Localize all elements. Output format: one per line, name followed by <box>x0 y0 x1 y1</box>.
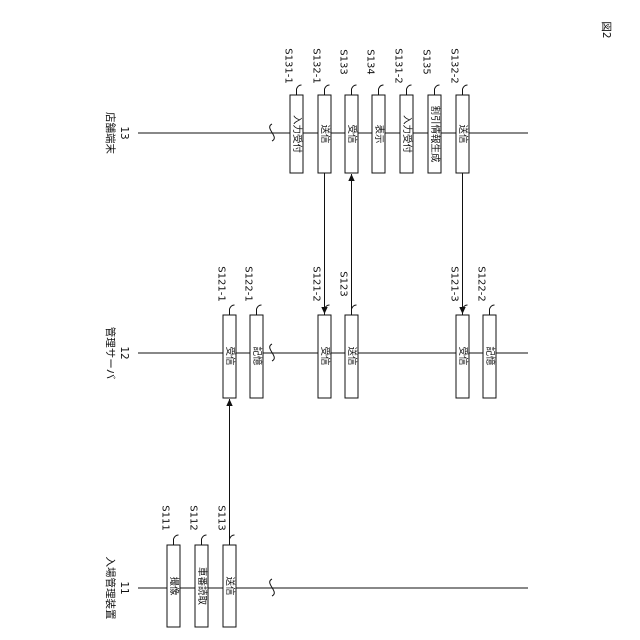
svg-text:受信: 受信 <box>319 346 331 365</box>
step-s111: 撮像 S111 <box>160 505 181 627</box>
step-id: S131-2 <box>393 48 404 83</box>
step-id: S111 <box>160 505 171 530</box>
svg-text:撮像: 撮像 <box>168 576 180 596</box>
step-id: S113 <box>216 505 227 530</box>
figure-label: 図2 <box>600 21 612 38</box>
svg-text:受信: 受信 <box>346 124 358 143</box>
svg-text:送信: 送信 <box>224 576 236 595</box>
step-s113: 送信 S113 <box>216 505 237 627</box>
step-s132-2: 送信 S132-2 <box>449 48 470 173</box>
entity-number: 12 <box>118 346 130 359</box>
svg-text:送信: 送信 <box>319 124 331 143</box>
step-s121-2: 受信 S121-2 <box>311 266 332 398</box>
step-id: S121-1 <box>216 266 227 301</box>
svg-text:割引情報生成: 割引情報生成 <box>429 105 441 163</box>
svg-text:受信: 受信 <box>457 346 469 365</box>
step-s131-2: 入力受付 S131-2 <box>393 48 414 173</box>
step-id: S132-2 <box>449 48 460 83</box>
entity-number: 11 <box>118 581 130 594</box>
step-s121-3: 受信 S121-3 <box>449 266 470 398</box>
step-id: S131-1 <box>283 48 294 83</box>
step-s123: 送信 S123 <box>338 271 359 398</box>
step-id: S135 <box>421 49 432 74</box>
step-s122-1: 記憶 S122-1 <box>243 266 264 398</box>
svg-text:表示: 表示 <box>373 124 385 143</box>
step-s112: 車番読取 S112 <box>188 505 209 627</box>
entity-name: 管理サーバ <box>104 327 117 380</box>
svg-text:車番読取: 車番読取 <box>196 567 208 606</box>
entity-entrance-device: 入場管理装置 11 <box>104 557 130 620</box>
step-id: S112 <box>188 505 199 530</box>
entity-management-server: 管理サーバ 12 <box>104 327 130 380</box>
svg-text:入力受付: 入力受付 <box>401 115 413 154</box>
step-s132-1: 送信 S132-1 <box>311 48 332 173</box>
svg-text:入力受付: 入力受付 <box>291 115 303 154</box>
step-s133: 受信 S133 <box>338 49 359 173</box>
step-s131-1: 入力受付 S131-1 <box>283 48 304 173</box>
step-id: S122-2 <box>476 266 487 301</box>
svg-text:記憶: 記憶 <box>484 346 496 366</box>
svg-text:受信: 受信 <box>224 346 236 365</box>
entity-number: 13 <box>118 126 130 139</box>
step-id: S121-2 <box>311 266 322 301</box>
entity-name: 入場管理装置 <box>104 557 117 620</box>
step-s122-2: 記憶 S122-2 <box>476 266 497 398</box>
entity-store-terminal: 店舗端末 13 <box>104 112 130 154</box>
step-id: S134 <box>365 49 376 74</box>
step-id: S121-3 <box>449 266 460 301</box>
step-id: S122-1 <box>243 266 254 301</box>
step-id: S123 <box>338 271 349 296</box>
step-id: S132-1 <box>311 48 322 83</box>
svg-text:記憶: 記憶 <box>251 346 263 366</box>
step-s135: 割引情報生成 S135 <box>421 49 442 173</box>
svg-text:送信: 送信 <box>457 124 469 143</box>
step-s134: 表示 S134 <box>365 49 386 173</box>
step-s121-1: 受信 S121-1 <box>216 266 237 398</box>
entity-name: 店舗端末 <box>104 112 117 154</box>
step-id: S133 <box>338 49 349 74</box>
svg-text:送信: 送信 <box>346 346 358 365</box>
